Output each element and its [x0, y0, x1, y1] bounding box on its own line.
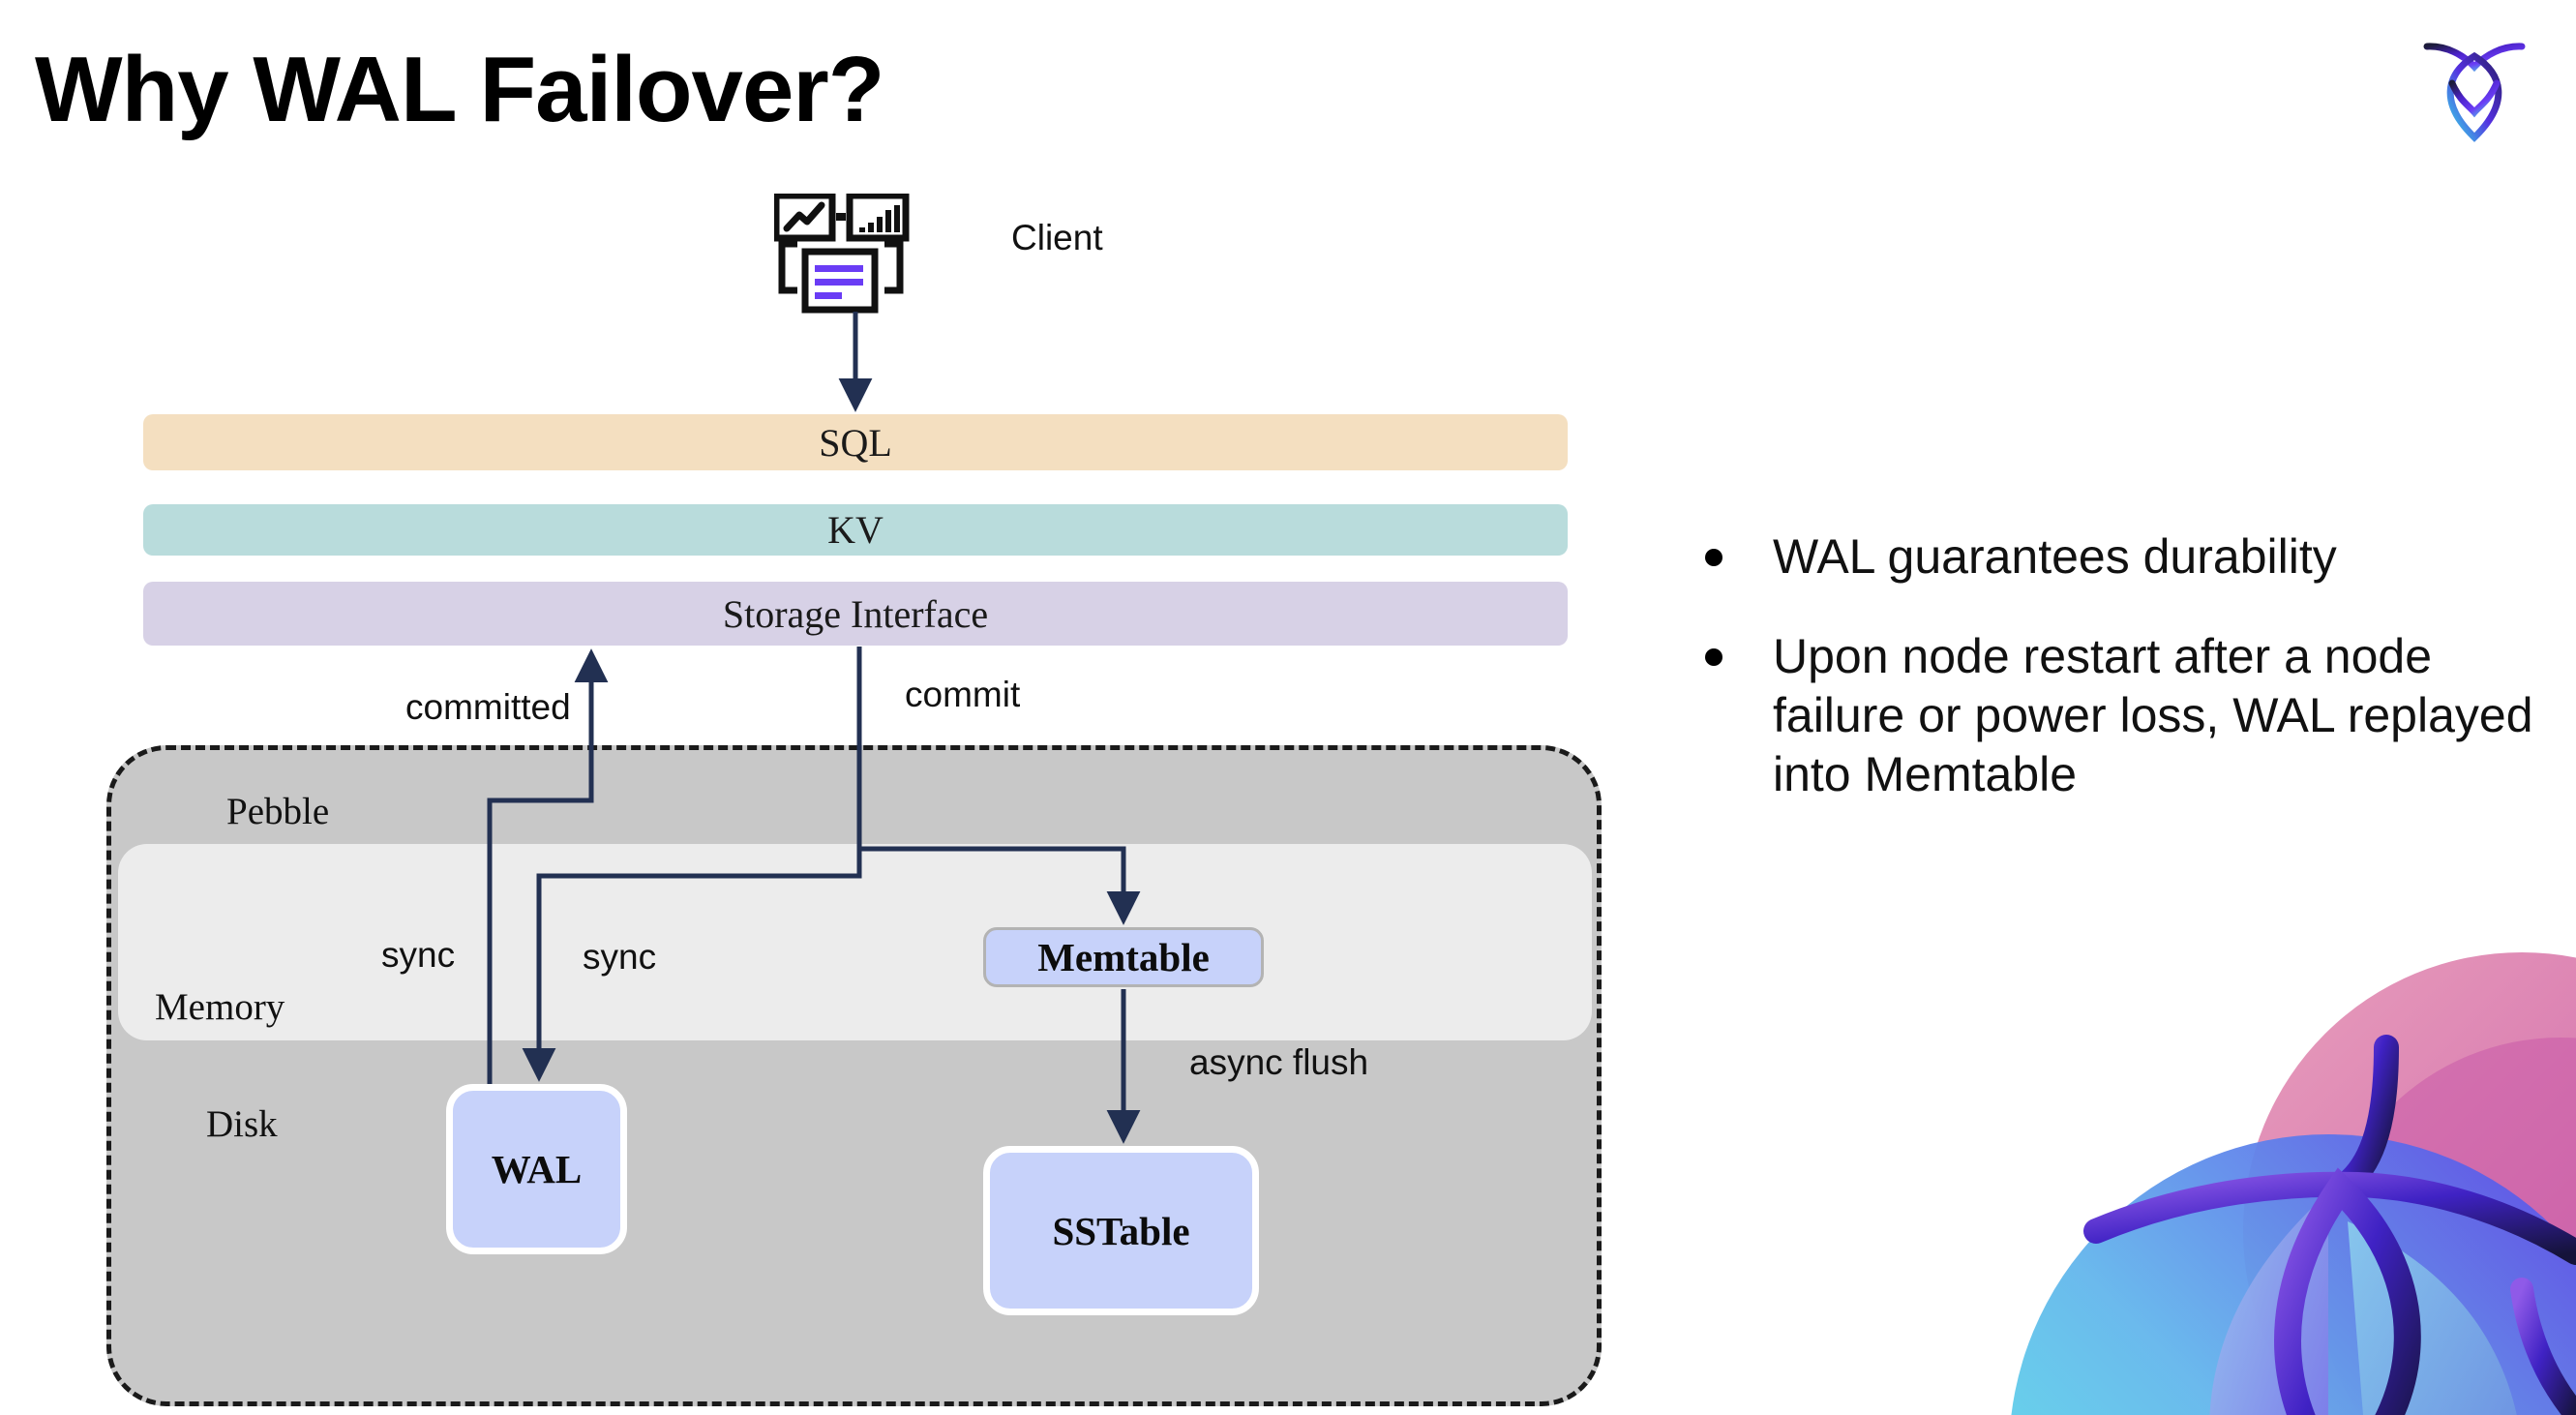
disk-label: Disk	[206, 1103, 278, 1145]
list-item: WAL guarantees durability	[1705, 527, 2557, 587]
node-sstable-label: SSTable	[1052, 1208, 1190, 1253]
edge-label-async-flush: async flush	[1189, 1042, 1369, 1082]
bullet-text: Upon node restart after a node failure o…	[1773, 629, 2533, 801]
bullet-text: WAL guarantees durability	[1773, 529, 2337, 584]
list-item: Upon node restart after a node failure o…	[1705, 627, 2557, 804]
edge-label-sync-1: sync	[381, 935, 456, 975]
layer-bar-kv-label: KV	[827, 508, 884, 552]
node-sstable: SSTable	[983, 1146, 1259, 1315]
page-title: Why WAL Failover?	[35, 38, 884, 141]
bullet-dot-icon	[1705, 549, 1722, 566]
node-memtable-label: Memtable	[1037, 935, 1210, 979]
memory-label: Memory	[155, 986, 285, 1028]
layer-bar-sql-label: SQL	[819, 420, 892, 465]
edge-label-committed: committed	[405, 687, 571, 727]
layer-bar-storage-interface-label: Storage Interface	[722, 591, 989, 636]
edge-label-commit: commit	[905, 675, 1021, 714]
client-label: Client	[1011, 218, 1103, 257]
layer-bar-sql: SQL	[143, 414, 1568, 470]
layer-bar-kv: KV	[143, 504, 1568, 556]
memory-region	[118, 844, 1592, 1040]
pebble-label: Pebble	[226, 791, 330, 832]
decorative-logo-artwork	[1980, 941, 2576, 1415]
edge-label-sync-2: sync	[583, 937, 657, 977]
layer-bar-storage-interface: Storage Interface	[143, 582, 1568, 646]
cockroachdb-logo-icon	[2417, 27, 2531, 145]
client-dashboard-icon	[772, 192, 929, 321]
bullet-dot-icon	[1705, 648, 1722, 666]
bullet-list: WAL guarantees durability Upon node rest…	[1705, 527, 2557, 845]
node-memtable: Memtable	[983, 927, 1264, 987]
node-wal-label: WAL	[491, 1147, 583, 1191]
node-wal: WAL	[446, 1084, 627, 1254]
